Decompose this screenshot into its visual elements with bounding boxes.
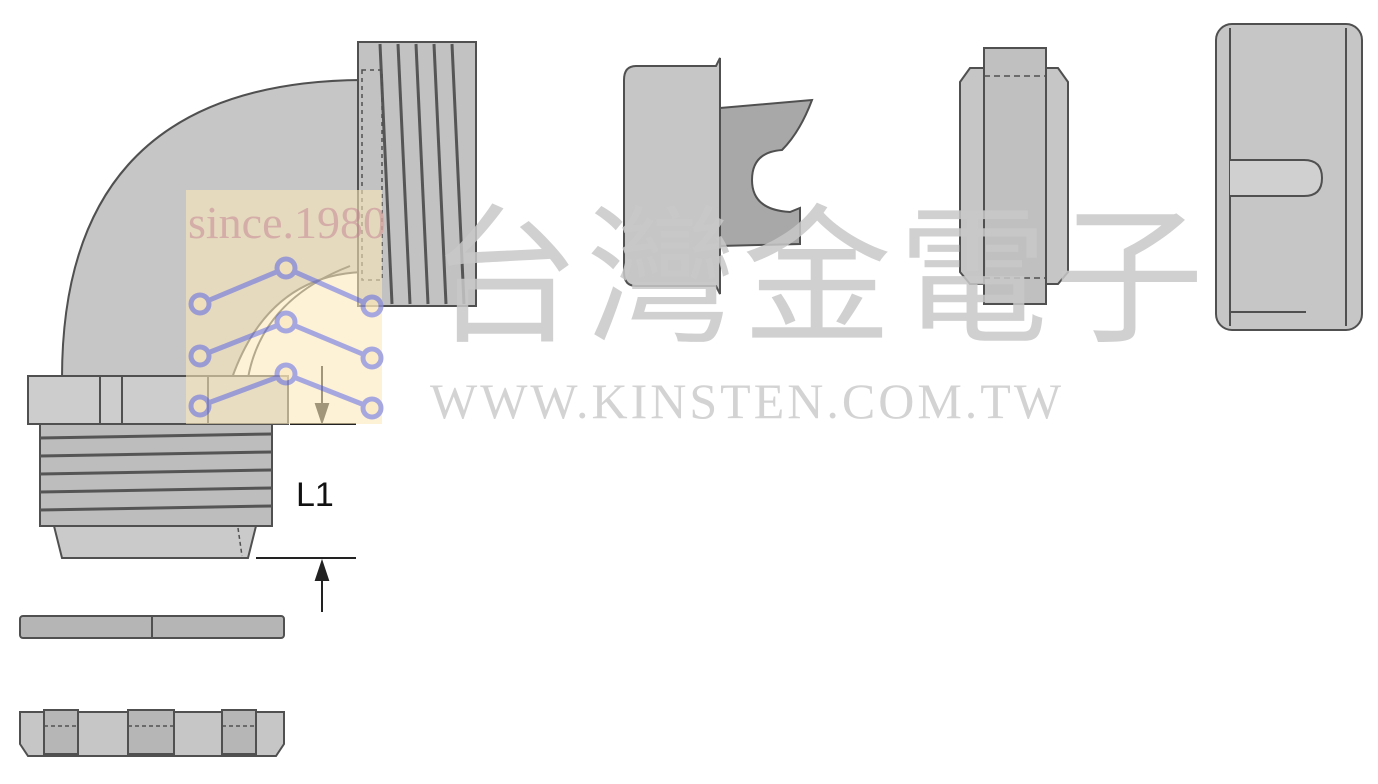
dimension-label: L1 <box>296 476 334 514</box>
watermark-website: WWW.KINSTEN.COM.TW <box>430 373 1064 429</box>
lock-nut <box>19 709 285 757</box>
elbow-bottom-thread-lines <box>39 432 273 512</box>
clamping-insert <box>623 57 814 295</box>
elbow-tip <box>52 525 258 559</box>
watermark: 台灣金電子 WWW.KINSTEN.COM.TW <box>430 192 1210 429</box>
kinsten-logo: since.1980 <box>186 190 386 424</box>
logo-since-text: since.1980 <box>188 197 386 248</box>
watermark-chinese-name: 台灣金電子 <box>430 192 1210 366</box>
elbow-top-thread-lines <box>378 43 466 305</box>
dome-cap-nut <box>1215 23 1363 331</box>
logo-circuit-icon <box>188 256 384 420</box>
sealing-washer <box>19 615 285 639</box>
seal-ring <box>959 47 1069 305</box>
